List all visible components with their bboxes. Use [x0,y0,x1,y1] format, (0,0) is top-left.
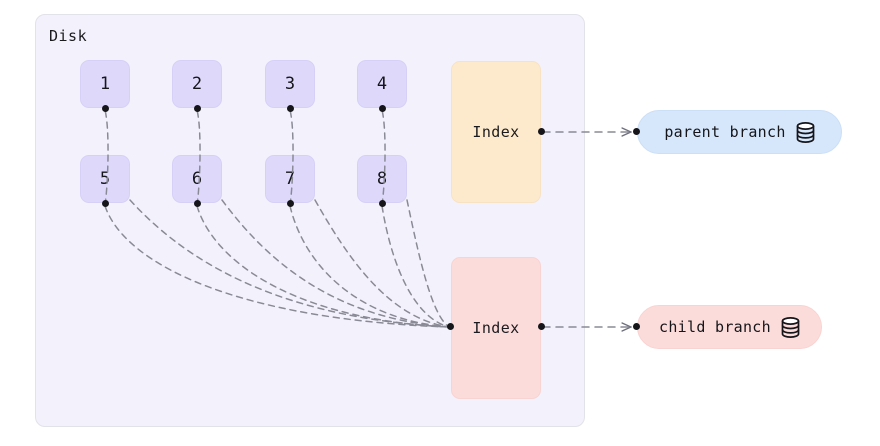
page-box-label: 1 [99,74,111,94]
port-dot-parent-branch-left [633,128,640,135]
port-dot-child-index-right [538,323,545,330]
page-box-label: 7 [284,169,296,189]
database-icon [796,121,815,143]
port-dot-5-bottom [102,200,109,207]
parent-branch-label: parent branch [664,123,786,141]
page-box-5[interactable]: 5 [80,155,130,203]
page-box-6[interactable]: 6 [172,155,222,203]
page-box-label: 2 [191,74,203,94]
page-box-label: 5 [99,169,111,189]
disk-label: Disk [49,27,88,45]
port-dot-parent-index-right [538,128,545,135]
page-box-2[interactable]: 2 [172,60,222,108]
port-dot-child-index-left [447,323,454,330]
page-box-1[interactable]: 1 [80,60,130,108]
port-dot-7-bottom [287,200,294,207]
page-box-label: 6 [191,169,203,189]
page-box-7[interactable]: 7 [265,155,315,203]
child-index-label: Index [472,319,520,337]
child-branch-label: child branch [659,318,771,336]
port-dot-3-bottom [287,105,294,112]
port-dot-8-bottom [379,200,386,207]
child-branch-pill[interactable]: child branch [637,305,822,349]
port-dot-2-bottom [194,105,201,112]
port-dot-4-bottom [379,105,386,112]
parent-branch-pill[interactable]: parent branch [637,110,842,154]
port-dot-child-branch-left [633,323,640,330]
parent-index-label: Index [472,123,520,141]
database-icon [781,316,800,338]
page-box-3[interactable]: 3 [265,60,315,108]
page-box-4[interactable]: 4 [357,60,407,108]
page-box-label: 3 [284,74,296,94]
page-box-8[interactable]: 8 [357,155,407,203]
port-dot-1-bottom [102,105,109,112]
child-index-box[interactable]: Index [451,257,541,399]
parent-index-box[interactable]: Index [451,61,541,203]
port-dot-6-bottom [194,200,201,207]
page-box-label: 4 [376,74,388,94]
page-box-label: 8 [376,169,388,189]
